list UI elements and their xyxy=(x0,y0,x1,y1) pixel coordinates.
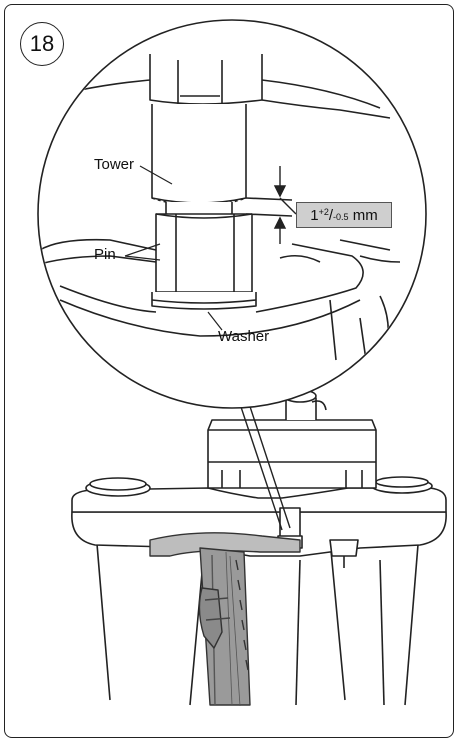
pin-label: Pin xyxy=(94,246,116,263)
figure-frame xyxy=(4,4,454,738)
step-number-badge: 18 xyxy=(20,22,64,66)
magnified-detail xyxy=(37,19,427,409)
vernier-caliper xyxy=(149,532,301,707)
measurement-unit: mm xyxy=(352,206,378,224)
dimension-arrows xyxy=(273,166,297,244)
measurement-base: 1 xyxy=(310,206,319,224)
washer-label: Washer xyxy=(218,328,270,345)
measurement-box: 1+2/-0.5 mm xyxy=(296,202,392,228)
measurement-tol-lower: -0.5 xyxy=(333,212,349,222)
tower-label: Tower xyxy=(94,156,135,173)
measurement-separator: / xyxy=(328,206,334,224)
measurement-tol-upper: +2 xyxy=(318,207,329,217)
leader-lines xyxy=(124,165,223,331)
